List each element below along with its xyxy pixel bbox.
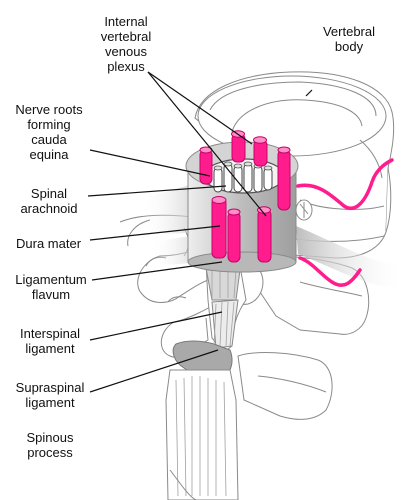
label-spinal-arachnoid: Spinal arachnoid bbox=[20, 186, 78, 216]
label-interspinal-ligament: Interspinal ligament bbox=[20, 326, 80, 356]
right-root-sleeve bbox=[296, 226, 406, 286]
label-dura-mater: Dura mater bbox=[16, 236, 82, 251]
label-spinous-process: Spinous process bbox=[26, 430, 74, 460]
label-ligamentum-flavum: Ligamentum flavum bbox=[15, 272, 87, 302]
cauda-equina bbox=[203, 158, 285, 194]
venous-plexus bbox=[199, 130, 291, 263]
label-vertebral-body: Vertebral body bbox=[322, 24, 376, 54]
label-internal-vertebral-venous-plexus: Internal vertebral venous plexus bbox=[100, 14, 152, 74]
vertebral-vein-detail bbox=[295, 199, 313, 221]
label-nerve-roots: Nerve roots forming cauda equina bbox=[15, 102, 83, 162]
vertebral-veins bbox=[296, 158, 394, 287]
label-supraspinal-ligament: Supraspinal ligament bbox=[15, 380, 85, 410]
leader-lines bbox=[87, 71, 313, 393]
